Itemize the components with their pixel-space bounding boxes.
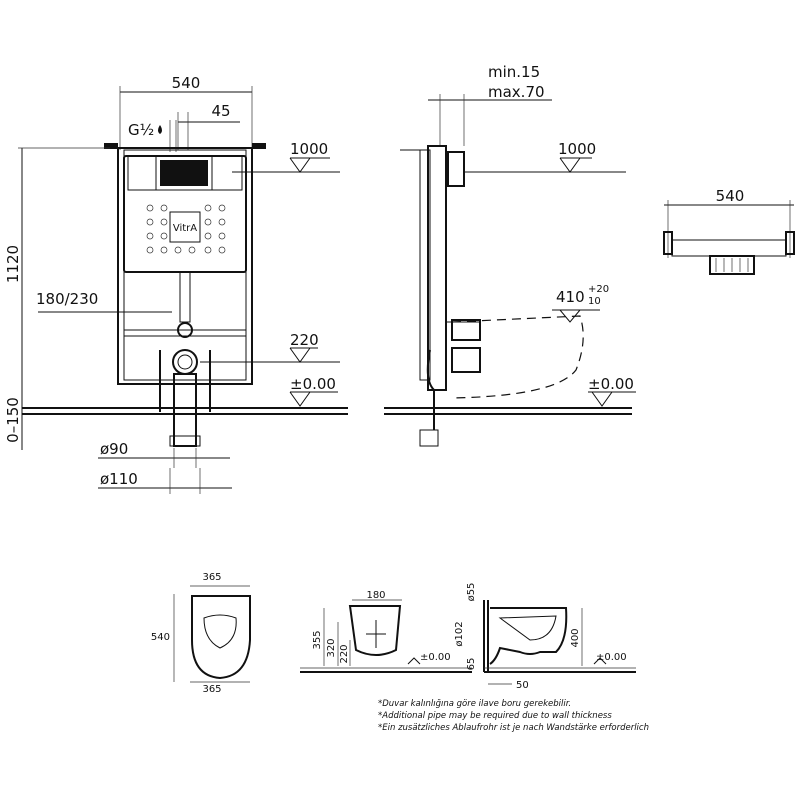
bowl-side-h65: 65 xyxy=(466,658,477,671)
floor-adjust-label: 0–150 xyxy=(4,397,22,443)
front-width-label: 540 xyxy=(172,74,201,92)
bowl-projection-label: 410 xyxy=(556,288,585,306)
top-width-label: 540 xyxy=(716,187,745,205)
brand-logo: VitrA xyxy=(173,223,197,234)
tolerance-plus-label: +20 xyxy=(588,284,609,295)
note-turkish: *Duvar kalınlığına göre ilave boru gerek… xyxy=(378,699,571,709)
water-drop-icon xyxy=(158,125,162,134)
top-view: 540 xyxy=(663,187,795,275)
pipe-large-label: ø110 xyxy=(100,470,138,488)
bowl-front-view: 180 355 320 220 ±0.00 xyxy=(300,590,472,673)
bowl-length-label: 540 xyxy=(151,632,170,643)
side-view: min.15 max.70 1000 410 +20 10 ±0. xyxy=(384,63,636,447)
flush-height-label: 1000 xyxy=(290,140,328,158)
bowl-width-bottom-label: 365 xyxy=(202,684,221,695)
bolt-spacing-label: 180 xyxy=(366,590,385,601)
bowl-front-floor-label: ±0.00 xyxy=(420,652,451,663)
side-flush-height-label: 1000 xyxy=(558,140,596,158)
front-height-label: 1120 xyxy=(4,245,22,283)
front-view: 540 45 G½ VitrA xyxy=(4,74,348,494)
notes: *Duvar kalınlığına göre ilave boru gerek… xyxy=(378,699,649,733)
bowl-front-h320: 320 xyxy=(326,638,337,657)
bowl-front-h355: 355 xyxy=(312,630,323,649)
wall-min-label: min.15 xyxy=(488,63,540,81)
bowl-side-d102: ø102 xyxy=(454,621,465,646)
inlet-label: G½ xyxy=(128,121,154,139)
note-english: *Additional pipe may be required due to … xyxy=(378,711,612,721)
bowl-side-h400: 400 xyxy=(570,628,581,647)
bowl-side-view: ø55 ø102 65 400 ±0.00 50 xyxy=(454,583,636,691)
front-offset-label: 45 xyxy=(211,102,230,120)
tolerance-minus-label: 10 xyxy=(588,296,601,307)
cistern-holes xyxy=(146,204,226,254)
side-floor-level-label: ±0.00 xyxy=(588,375,634,393)
drain-height-label: 180/230 xyxy=(36,290,98,308)
bowl-width-top-label: 365 xyxy=(202,572,221,583)
outlet-height-label: 220 xyxy=(290,331,319,349)
bowl-side-depth50: 50 xyxy=(516,680,529,691)
bowl-side-floor-label: ±0.00 xyxy=(596,652,627,663)
note-german: *Ein zusätzliches Ablaufrohr ist je nach… xyxy=(378,723,649,733)
front-floor-level-label: ±0.00 xyxy=(290,375,336,393)
wall-max-label: max.70 xyxy=(488,83,545,101)
pipe-small-label: ø90 xyxy=(100,440,128,458)
bowl-front-h220: 220 xyxy=(339,644,350,663)
bowl-side-d55: ø55 xyxy=(466,583,477,602)
bowl-plan-view: 365 540 365 xyxy=(151,572,251,695)
